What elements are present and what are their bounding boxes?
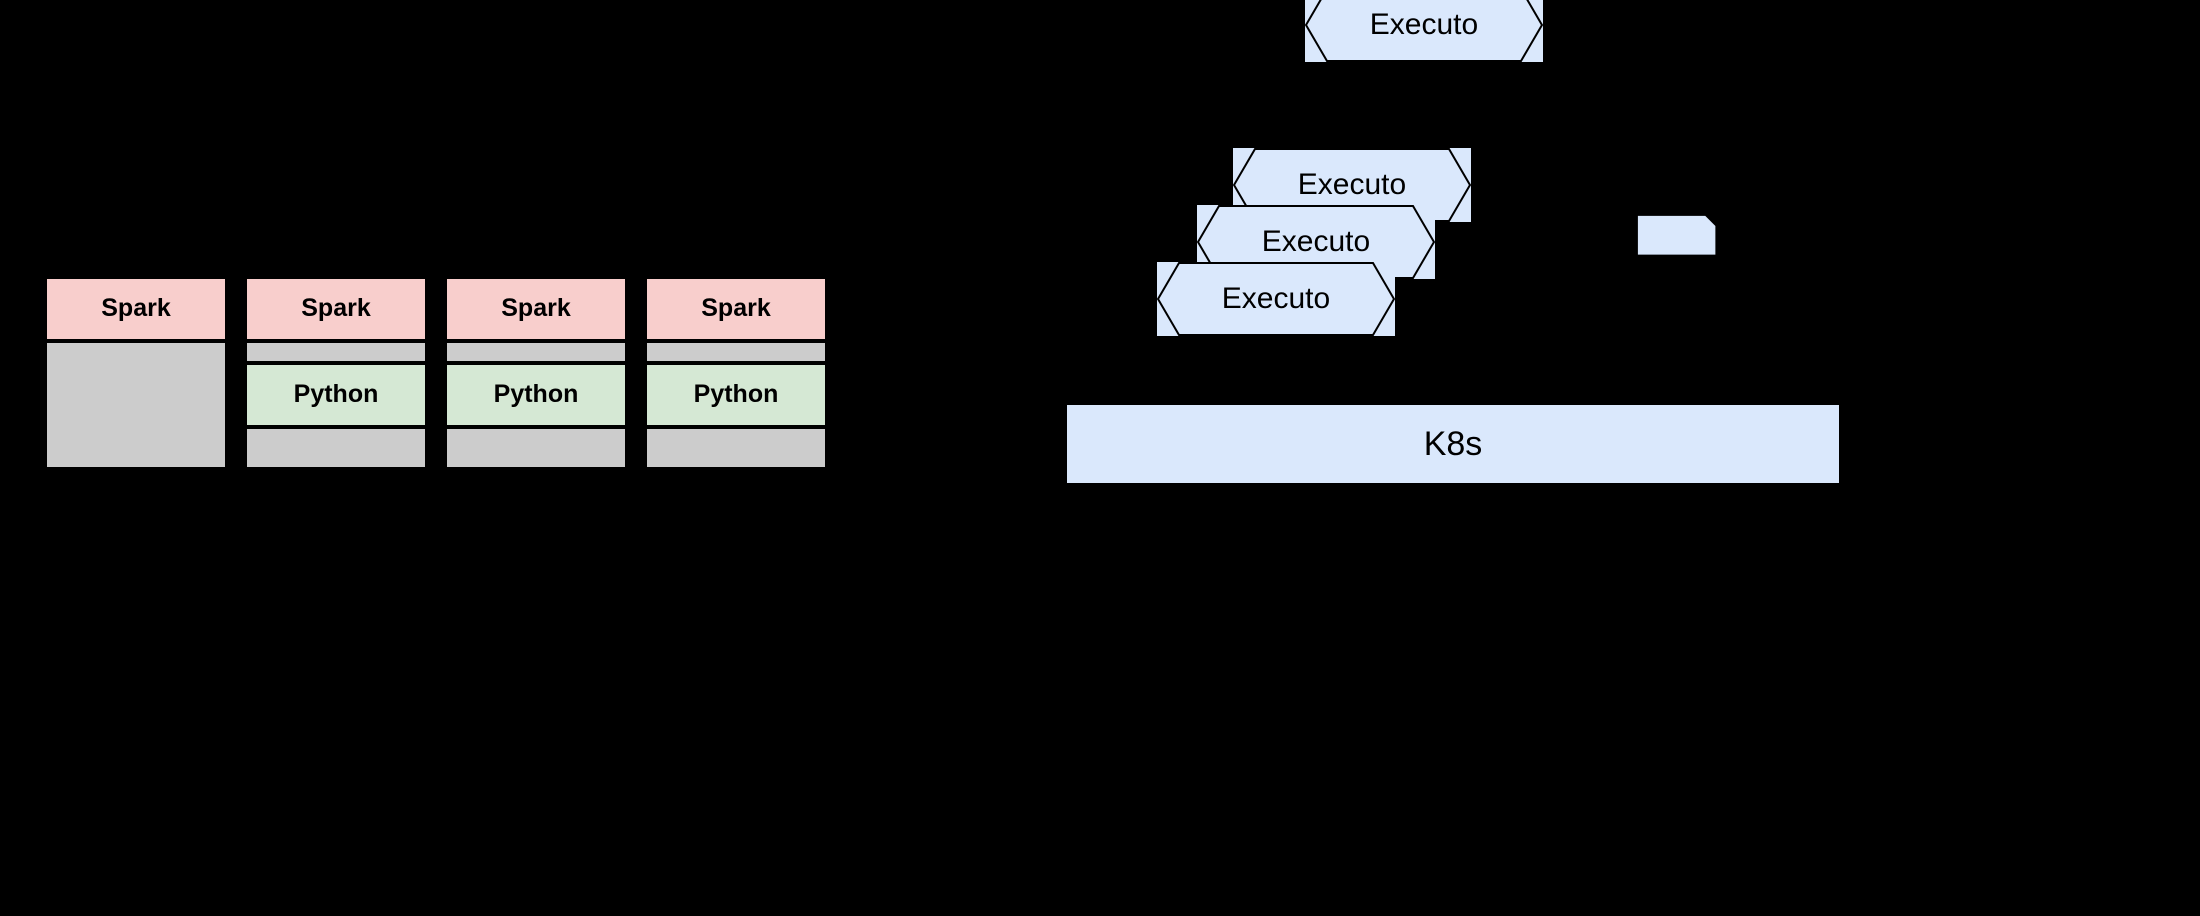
executor-label: Executo	[1221, 282, 1331, 315]
executor-hexagon-lower[interactable]: Executo	[1157, 262, 1395, 336]
layer-runtime-base	[46, 342, 226, 468]
k8s-platform-bar[interactable]: K8s	[1066, 404, 1840, 484]
executor-label: Executo	[1261, 225, 1371, 258]
executor-label: Executo	[1297, 168, 1407, 201]
layer-divider-upper	[646, 342, 826, 362]
layer-spark: Spark	[46, 278, 226, 340]
layer-divider-lower	[646, 428, 826, 468]
layer-spark: Spark	[246, 278, 426, 340]
k8s-platform-label: K8s	[1423, 424, 1483, 463]
layer-spark: Spark	[446, 278, 626, 340]
layer-divider-lower	[446, 428, 626, 468]
hexagon-shape-icon	[1233, 148, 1471, 222]
stack-column-4: Spark Python	[646, 278, 826, 488]
layer-divider-upper	[446, 342, 626, 362]
hexagon-shape-icon	[1197, 205, 1435, 279]
executor-label: Executo	[1369, 8, 1479, 41]
layer-python: Python	[446, 364, 626, 426]
layer-python: Python	[246, 364, 426, 426]
executor-hexagon-top[interactable]: Executo	[1305, 0, 1543, 62]
layer-divider-lower	[246, 428, 426, 468]
layer-divider-upper	[246, 342, 426, 362]
stack-column-3: Spark Python	[446, 278, 626, 488]
document-cut-corner-icon	[1637, 214, 1717, 256]
layer-spark: Spark	[646, 278, 826, 340]
hexagon-shape-icon	[1157, 262, 1395, 336]
layer-python: Python	[646, 364, 826, 426]
resource-label: Resour	[1716, 218, 1813, 251]
stack-column-2: Spark Python	[246, 278, 426, 488]
hexagon-shape-icon	[1305, 0, 1543, 62]
stack-column-1: Spark	[46, 278, 226, 488]
resource-node[interactable]: Resour	[1637, 190, 1813, 280]
